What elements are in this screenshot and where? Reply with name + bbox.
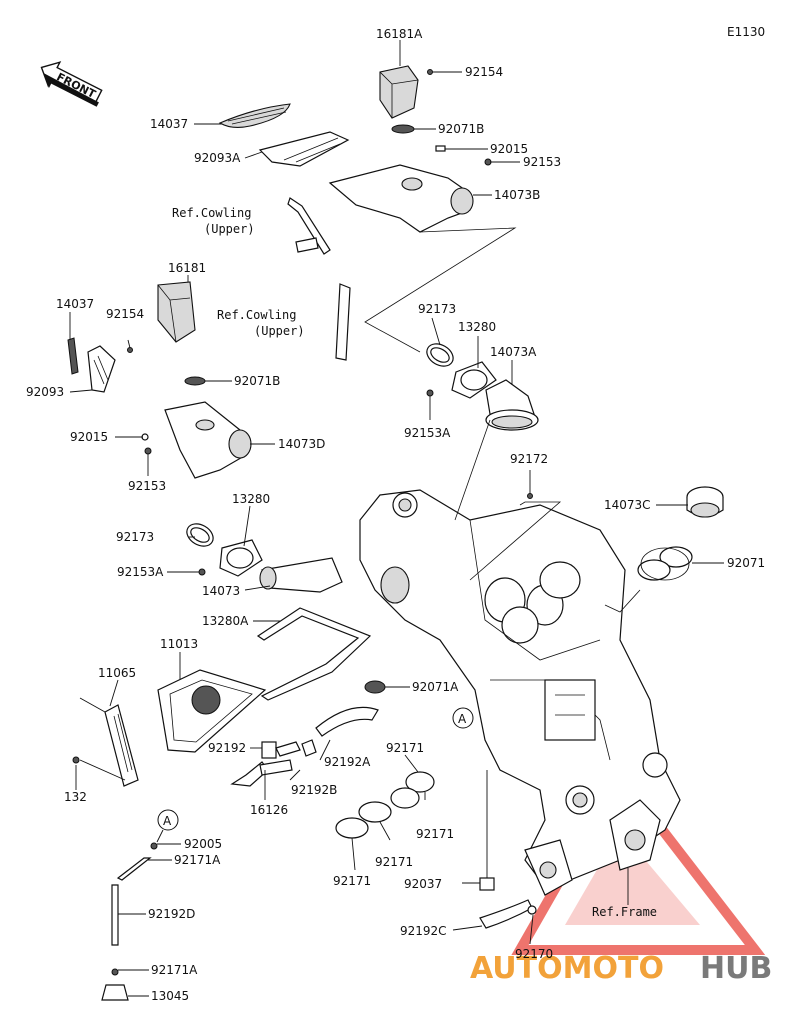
label-92153a-upper: 92153A — [404, 426, 451, 440]
label-14073a: 14073A — [490, 345, 537, 359]
label-92172: 92172 — [510, 452, 548, 466]
label-92170: 92170 — [515, 947, 553, 961]
airbox-frame — [359, 419, 681, 896]
label-92071b-top: 92071B — [438, 122, 484, 136]
ref-frame: Ref.Frame — [592, 905, 657, 919]
label-16181a: 16181A — [376, 27, 423, 41]
diagram-code: E1130 — [727, 25, 765, 39]
label-92171-b: 92171 — [416, 827, 454, 841]
breather-hoses — [230, 706, 379, 787]
label-92153-left: 92153 — [128, 479, 166, 493]
callout-a-frame — [452, 707, 474, 729]
label-92154-left: 92154 — [106, 307, 144, 321]
label-14073b: 14073B — [494, 188, 540, 202]
label-16181: 16181 — [168, 261, 206, 275]
label-92071: 92071 — [727, 556, 765, 570]
label-14073c: 14073C — [604, 498, 651, 512]
label-92173-lower: 92173 — [116, 530, 154, 544]
left-intake-assembly — [67, 281, 252, 479]
label-92171-a: 92171 — [386, 741, 424, 755]
callout-a-drain — [157, 809, 179, 831]
label-92171a-top: 92171A — [174, 853, 221, 867]
label-13280-lower: 13280 — [232, 492, 270, 506]
label-92153a-lower: 92153A — [117, 565, 164, 579]
filter-cover — [72, 697, 139, 787]
label-92192a: 92192A — [324, 755, 371, 769]
right-ring-parts — [637, 486, 724, 581]
label-14037-left: 14037 — [56, 297, 94, 311]
label-92192b: 92192B — [291, 783, 337, 797]
label-11013: 11013 — [160, 637, 198, 651]
air-filter — [157, 669, 267, 753]
part-labels: 16181A 92154 14037 92071B 92015 92153 92… — [26, 27, 765, 1003]
front-arrow-icon: FRONT — [40, 61, 103, 107]
label-92173-upper: 92173 — [418, 302, 456, 316]
label-132: 132 — [64, 790, 87, 804]
label-92153-top: 92153 — [523, 155, 561, 169]
ref-cowling-upper-2-line1: Ref.Cowling — [217, 308, 296, 322]
label-92093a: 92093A — [194, 151, 241, 165]
label-92093: 92093 — [26, 385, 64, 399]
label-13045: 13045 — [151, 989, 189, 1003]
label-92192: 92192 — [208, 741, 246, 755]
label-92005: 92005 — [184, 837, 222, 851]
callout-a-drain-letter: A — [163, 814, 172, 828]
label-92037: 92037 — [404, 877, 442, 891]
ref-cowling-upper-1-line2: (Upper) — [204, 222, 255, 236]
label-14073: 14073 — [202, 584, 240, 598]
label-13280-upper: 13280 — [458, 320, 496, 334]
watermark-brand-part2: HUB — [700, 951, 772, 986]
callout-a-frame-letter: A — [458, 712, 467, 726]
upper-right-duct — [426, 343, 539, 499]
watermark: AUTOMOTO HUB — [470, 766, 772, 986]
cowling-bracket-top — [287, 197, 331, 255]
frame-gasket — [256, 607, 372, 701]
label-92192c: 92192C — [400, 924, 447, 938]
label-92015-top: 92015 — [490, 142, 528, 156]
label-92071b-left: 92071B — [234, 374, 280, 388]
leader-lines — [69, 40, 724, 997]
label-92192d: 92192D — [148, 907, 195, 921]
label-14037-top: 14037 — [150, 117, 188, 131]
label-16126: 16126 — [250, 803, 288, 817]
label-92171-d: 92171 — [333, 874, 371, 888]
clamps — [335, 771, 435, 839]
ref-cowling-upper-2-line2: (Upper) — [254, 324, 305, 338]
top-intake-assembly — [218, 65, 517, 353]
drain-line — [101, 842, 158, 1001]
label-92154-top: 92154 — [465, 65, 503, 79]
label-13280a: 13280A — [202, 614, 249, 628]
watermark-brand-part1: AUTOMOTO — [470, 951, 664, 986]
label-14073d: 14073D — [278, 437, 325, 451]
lower-drain — [479, 877, 537, 929]
label-92171a-bottom: 92171A — [151, 963, 198, 977]
label-11065: 11065 — [98, 666, 136, 680]
label-92015-left: 92015 — [70, 430, 108, 444]
label-92171-c: 92171 — [375, 855, 413, 869]
label-92071a: 92071A — [412, 680, 459, 694]
cowling-bracket-left — [335, 283, 351, 361]
ref-cowling-upper-1-line1: Ref.Cowling — [172, 206, 251, 220]
lower-left-duct — [186, 523, 343, 593]
